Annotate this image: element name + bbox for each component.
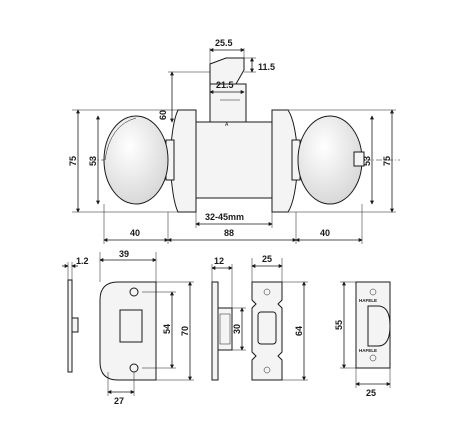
- dim-latch-face-height: 30: [232, 324, 242, 334]
- dim-front-plate-width: 25: [366, 388, 376, 398]
- strike-opening: [119, 309, 143, 343]
- strike-screw-hole-bottom: [129, 363, 139, 373]
- right-knob: [297, 115, 363, 205]
- latch-mark: A: [225, 122, 229, 128]
- front-plate-view: HAFELE HAFELE 55 25: [334, 281, 391, 398]
- dim-latch-height-top: 11.5: [258, 62, 275, 72]
- dim-strike-thickness: 1.2: [76, 256, 89, 266]
- dim-rose-diameter-right: 75: [382, 156, 392, 166]
- dim-latch-face-depth: 12: [214, 256, 224, 266]
- brand-mark-top: HAFELE: [359, 298, 377, 303]
- dim-knob-projection-right: 40: [320, 228, 330, 238]
- dim-knob-diameter-left: 53: [88, 156, 98, 166]
- dim-strike-hole-offset: 27: [114, 396, 124, 406]
- dim-faceplate-height: 64: [294, 326, 304, 336]
- dim-faceplate-width: 25: [262, 254, 272, 264]
- dim-strike-plate-width: 39: [119, 249, 129, 259]
- strike-side-profile: [67, 279, 73, 373]
- strike-screw-hole-top: [129, 287, 139, 297]
- brand-mark-bottom: HAFELE: [359, 348, 377, 353]
- dim-knob-projection-left: 40: [130, 228, 140, 238]
- dim-strike-plate-height: 70: [180, 326, 190, 336]
- strike-side-view: 1.2: [62, 256, 89, 373]
- dim-spindle-height: 60: [158, 110, 168, 120]
- dim-latch-offset: 21.5: [216, 80, 234, 90]
- main-assembly: A 25.5 11.5 21.5 60 75 53 75: [68, 38, 400, 244]
- dim-front-plate-height: 55: [334, 320, 344, 330]
- dim-rose-diameter-left: 75: [68, 156, 78, 166]
- dim-body-width: 88: [224, 228, 234, 238]
- latch-side-view: 12 30: [211, 256, 246, 381]
- front-plate-latch-opening: [367, 305, 391, 347]
- dim-knob-diameter-right: 53: [362, 156, 372, 166]
- faceplate-slot: [257, 311, 277, 345]
- dim-strike-opening-height: 54: [162, 324, 172, 334]
- latch-side-plate: [211, 281, 219, 381]
- lock-body: [195, 121, 273, 199]
- strike-front-view: 39 54 70 27: [99, 249, 194, 406]
- left-knob: [103, 115, 169, 205]
- dim-latch-width-top: 25.5: [215, 38, 233, 48]
- dim-door-thickness: 32-45mm: [205, 212, 244, 222]
- latch-side-body: [217, 307, 233, 351]
- key-cylinder: [353, 151, 365, 167]
- faceplate-view: 25 64: [251, 254, 308, 381]
